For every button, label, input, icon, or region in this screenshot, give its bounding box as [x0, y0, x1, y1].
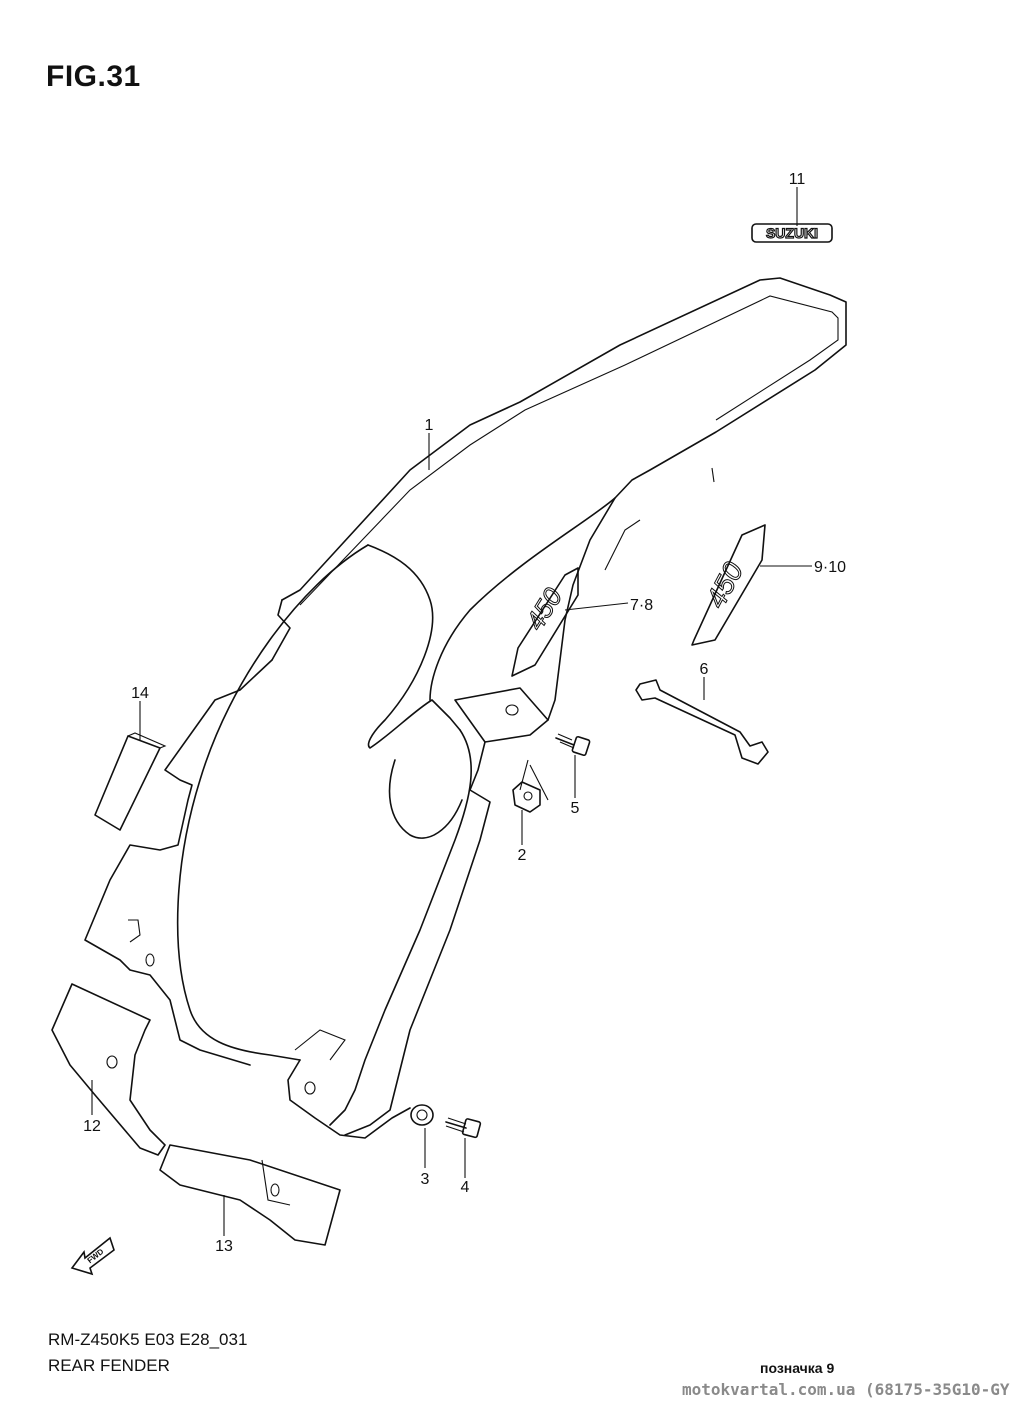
- leader-lines: [91, 187, 812, 1236]
- callout-3: 3: [421, 1171, 430, 1188]
- callout-13: 13: [215, 1238, 233, 1255]
- figure-title: FIG.31: [46, 60, 141, 93]
- emblem-text: SUZUKI: [766, 225, 818, 241]
- callout-12: 12: [83, 1118, 101, 1135]
- bolt-5[interactable]: [555, 733, 591, 757]
- watermark: motokvartal.com.ua (68175-35G10-GY: [682, 1380, 1010, 1399]
- side-guard-12[interactable]: [51, 983, 166, 1156]
- callout-7-8: 7·8: [630, 597, 653, 614]
- side-450-decal[interactable]: 450: [691, 524, 766, 646]
- callout-1: 1: [425, 417, 434, 434]
- section-name: REAR FENDER: [48, 1356, 170, 1375]
- callout-2: 2: [518, 847, 527, 864]
- callout-5: 5: [571, 800, 580, 817]
- callout-14: 14: [131, 685, 149, 702]
- bolt-4[interactable]: [445, 1117, 482, 1139]
- tire-lever-tool[interactable]: [635, 679, 769, 765]
- mud-flap-13[interactable]: [159, 1144, 341, 1246]
- fwd-arrow-icon: FWD: [70, 1236, 115, 1276]
- fender-decal-text: 450: [520, 582, 569, 635]
- model-code: RM-Z450K5 E03 E28_031: [48, 1330, 248, 1349]
- side-decal-text: 450: [700, 557, 750, 613]
- pad-14[interactable]: [94, 732, 167, 831]
- callout-4: 4: [461, 1179, 470, 1196]
- fender-450-decal[interactable]: 450: [511, 567, 579, 677]
- callout-9-10: 9·10: [814, 559, 846, 576]
- washer-nut-3[interactable]: [410, 1104, 434, 1126]
- callout-11: 11: [789, 171, 806, 188]
- suzuki-emblem[interactable]: SUZUKI: [751, 223, 833, 243]
- marker-label: позначка 9: [760, 1360, 835, 1376]
- nut-clip-2[interactable]: [512, 759, 549, 813]
- rear-fender-body[interactable]: 450: [84, 277, 847, 1139]
- callout-6: 6: [700, 661, 709, 678]
